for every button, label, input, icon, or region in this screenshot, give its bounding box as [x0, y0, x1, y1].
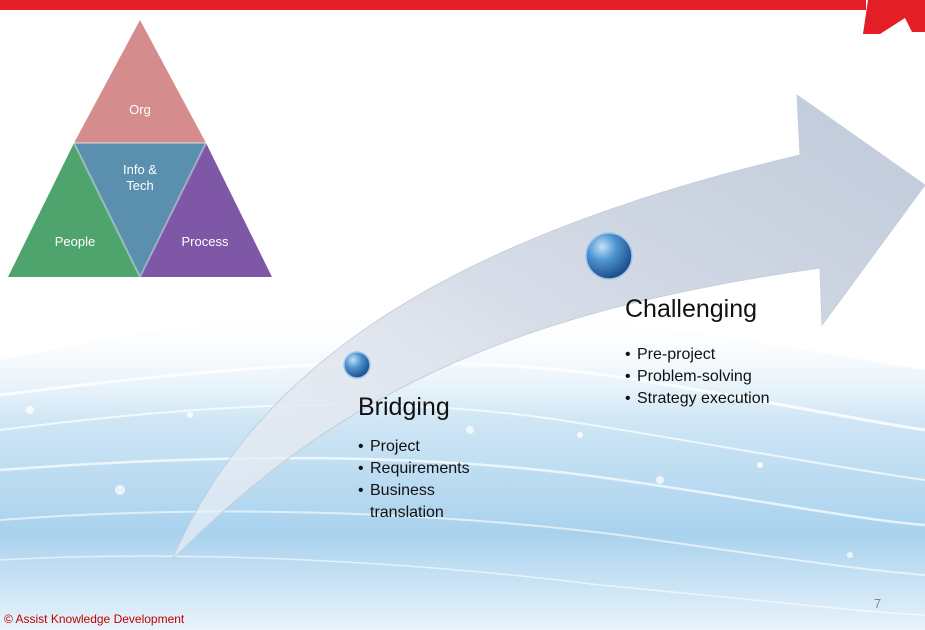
triangle-diagram: [8, 20, 272, 280]
page-number: 7: [874, 596, 882, 611]
bridging-title: Bridging: [358, 393, 450, 421]
org-label: Org: [129, 102, 151, 117]
list-item: Requirements: [358, 458, 498, 480]
challenging-marker: [585, 232, 633, 280]
challenging-list: Pre-project Problem-solving Strategy exe…: [625, 344, 845, 410]
triangle-org: [74, 20, 206, 143]
list-item: Problem-solving: [625, 366, 845, 388]
triangle-process: [140, 143, 272, 277]
bridging-marker: [343, 351, 371, 379]
list-item: Project: [358, 436, 498, 458]
bridging-list: Project Requirements Business translatio…: [358, 436, 498, 524]
list-item: Strategy execution: [625, 388, 845, 410]
list-item: Pre-project: [625, 344, 845, 366]
list-item: Business translation: [358, 480, 498, 524]
info-tech-label: Info & Tech: [123, 162, 157, 193]
challenging-title: Challenging: [625, 295, 758, 323]
copyright-footer: © Assist Knowledge Development: [4, 612, 185, 626]
triangle-info-tech: [74, 143, 206, 277]
people-label: People: [54, 234, 96, 249]
top-red-bar: [0, 0, 866, 10]
process-label: Process: [181, 234, 229, 249]
triangle-people: [8, 143, 140, 277]
logo-shape: [863, 0, 925, 34]
progress-arrow: [171, 94, 925, 561]
